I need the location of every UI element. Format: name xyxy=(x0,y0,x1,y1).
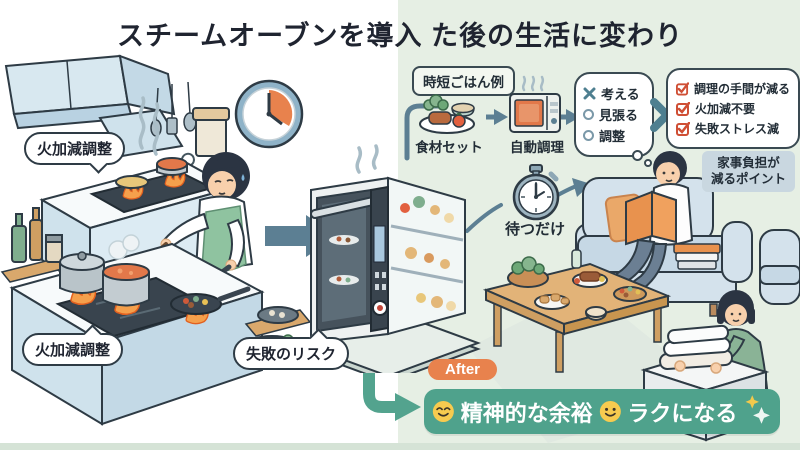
after-badge: After xyxy=(428,359,498,380)
kitchen-scene-illustration xyxy=(0,54,310,426)
ingredients-label: 食材セット xyxy=(415,140,483,155)
easier-text: ラクになる xyxy=(627,400,738,426)
soup-pot xyxy=(156,157,188,171)
thought-tail-circle xyxy=(644,159,652,167)
housework-points-badge: 家事負担が 減るポイント xyxy=(702,151,796,192)
after-benefits-banner: 精神的な余裕 ラクになる xyxy=(424,389,780,434)
soup-pot-front xyxy=(102,272,150,307)
oven-front xyxy=(310,176,389,345)
checkbox-checked-icon xyxy=(676,101,690,116)
upper-cabinet xyxy=(4,54,130,116)
hanging-utensils xyxy=(150,81,197,137)
benefit-label: 火加減不要 xyxy=(695,102,756,116)
bottles xyxy=(0,207,68,283)
old-tasks-thought-bubble: 考える 見張る 調整 xyxy=(574,72,654,157)
circle-bullet-icon xyxy=(583,109,594,120)
circle-bullet-icon xyxy=(583,130,594,141)
quick-meal-badge: 時短ごはん例 xyxy=(412,66,515,96)
oven-steam xyxy=(355,146,363,174)
front-stove xyxy=(55,276,215,338)
pan xyxy=(115,175,149,189)
sweat-drop xyxy=(241,174,245,181)
oven-knob xyxy=(372,300,388,316)
stockpot xyxy=(59,262,105,294)
wait-label: 待つだけ xyxy=(504,221,565,238)
checkbox-checked-icon xyxy=(676,121,690,136)
panel-display xyxy=(373,225,386,263)
wok xyxy=(170,293,222,315)
canister xyxy=(195,115,227,157)
benefit-label: 調理の手間が減る xyxy=(693,82,790,96)
benefits-checklist: 調理の手間が減る 火加減不要 失敗ストレス減 xyxy=(666,68,800,149)
mental-margin-text: 精神的な余裕 xyxy=(460,400,593,426)
auto-cook-label: 自動調理 xyxy=(510,140,564,155)
cooking-woman xyxy=(146,152,254,293)
old-task-label: 見張る xyxy=(599,108,639,123)
sparkles-icon xyxy=(745,394,771,424)
thought-tail-circle xyxy=(632,150,643,161)
heat-adjust-bubble-bottom: 火加減調整 xyxy=(22,333,124,366)
door-glass xyxy=(322,198,366,322)
oven-to-after-arrow xyxy=(363,348,395,413)
x-mark-icon xyxy=(583,87,596,100)
back-stove xyxy=(89,170,215,214)
old-task-label: 調整 xyxy=(599,129,626,144)
oven-handle xyxy=(312,198,376,217)
smiley-closed-eyes-icon xyxy=(432,400,454,423)
control-panel xyxy=(370,185,389,333)
cutting-board xyxy=(244,309,310,337)
failure-risk-bubble: 失敗のリスク xyxy=(233,337,350,370)
bottom-floor-strip xyxy=(0,443,800,450)
apron xyxy=(201,205,247,272)
steam xyxy=(138,96,146,150)
oven-door xyxy=(316,188,372,333)
wall-clock-icon xyxy=(234,79,304,149)
old-task-label: 考える xyxy=(601,87,640,102)
checkbox-checked-icon xyxy=(676,81,689,95)
frustration-scribble xyxy=(180,152,198,174)
page-title: スチームオーブンを導入 た後の生活に変わり xyxy=(116,21,684,51)
front-counter xyxy=(9,242,265,344)
heat-adjust-bubble-top: 火加減調整 xyxy=(24,132,126,165)
kitchen-to-oven-arrow xyxy=(265,215,337,257)
steam-puff xyxy=(108,240,128,260)
benefit-label: 失敗ストレス減 xyxy=(695,122,780,136)
back-counter xyxy=(39,160,235,230)
smiley-icon xyxy=(599,400,621,423)
